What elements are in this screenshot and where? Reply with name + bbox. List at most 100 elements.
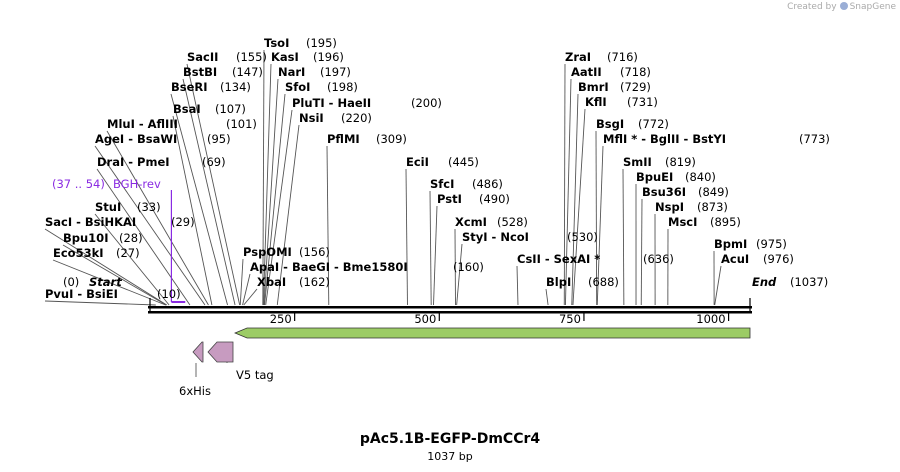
site-label: BsgI [596, 117, 624, 131]
site-position: (729) [620, 80, 651, 94]
site-position: (772) [638, 117, 669, 131]
site-label: StyI - NcoI [462, 230, 529, 244]
site-line [563, 63, 566, 306]
site-line [52, 259, 166, 306]
site-label: BlpI [546, 275, 571, 289]
site-line [595, 130, 598, 306]
end-label: End [752, 275, 777, 289]
backbone-top-strand [148, 306, 752, 309]
site-line [44, 228, 168, 306]
site-label: BpuEI [636, 170, 673, 184]
site-labels: PvuI - BsiEI(10)Eco53kI(27)Bpu10I(28)Sac… [45, 36, 830, 301]
site-label: StuI [95, 200, 121, 214]
site-label: XcmI [455, 215, 487, 229]
site-label: BseRI [171, 80, 208, 94]
site-position: (160) [453, 260, 484, 274]
site-line [94, 145, 206, 306]
site-label: TsoI [264, 36, 289, 50]
site-line [44, 300, 156, 306]
site-line [96, 168, 191, 306]
site-position: (528) [497, 215, 528, 229]
backbone-bottom-strand [148, 311, 752, 314]
site-position: (28) [119, 231, 143, 245]
site-position: (27) [116, 246, 140, 260]
site-position: (198) [327, 80, 358, 94]
site-line [243, 288, 258, 306]
site-line [170, 93, 228, 306]
site-line [264, 93, 286, 306]
site-line [182, 78, 236, 306]
tick-label: 750 [559, 312, 581, 326]
site-position: (10) [157, 287, 181, 301]
snapgene-logo-icon [839, 2, 848, 10]
site-label: BstBI [183, 65, 217, 79]
site-position: (486) [472, 177, 503, 191]
tick-label: 500 [414, 312, 436, 326]
site-label: BsaI [173, 102, 201, 116]
site-position: (155) [236, 50, 267, 64]
site-line [640, 198, 643, 306]
site-label: SfoI [285, 80, 310, 94]
site-line [186, 63, 241, 306]
start-label: Start [89, 275, 122, 289]
site-position: (731) [627, 95, 658, 109]
site-line [172, 115, 213, 306]
site-line [545, 288, 549, 306]
site-position: (200) [411, 96, 442, 110]
sequence-map: PvuI - BsiEI(10)Eco53kI(27)Bpu10I(28)Sac… [44, 36, 830, 398]
site-label: MluI - AflIII [107, 117, 178, 131]
site-line [262, 49, 265, 306]
site-label: Bsu36I [642, 185, 686, 199]
site-position: (840) [685, 170, 716, 184]
site-position: (156) [299, 245, 330, 259]
site-line [263, 78, 279, 306]
credit-brand: SnapGene [849, 2, 896, 12]
site-line [564, 78, 572, 306]
plasmid-title: pAc5.1B-EGFP-DmCCr4 [359, 431, 541, 447]
site-line [429, 190, 432, 306]
site-line [106, 130, 209, 306]
site-position: (773) [799, 132, 830, 146]
site-position: (196) [313, 50, 344, 64]
site-line [456, 243, 463, 306]
site-position: (688) [588, 275, 619, 289]
site-line [405, 168, 408, 306]
primer-range: (37 .. 54) [52, 177, 105, 191]
site-label: NarI [278, 65, 305, 79]
site-position: (895) [710, 215, 741, 229]
site-position: (819) [665, 155, 696, 169]
feature-arrow [207, 341, 234, 363]
site-label: PspOMI [243, 245, 292, 259]
site-line [276, 124, 300, 306]
site-label: KflI [585, 95, 607, 109]
site-label: MflI * - BglII - BstYI [603, 132, 726, 146]
site-label: SacI - BsiHKAI [45, 215, 136, 229]
site-label: SfcI [430, 177, 454, 191]
site-position: (147) [232, 65, 263, 79]
site-position: (976) [763, 252, 794, 266]
feature-arrow [234, 327, 751, 339]
site-position: (849) [698, 185, 729, 199]
site-label: XbaI [257, 275, 286, 289]
site-label: AcuI [721, 252, 749, 266]
site-label: Bpu10I [63, 231, 108, 245]
site-line [326, 145, 330, 306]
site-label: MscI [668, 215, 697, 229]
site-position: (197) [320, 65, 351, 79]
site-line [572, 108, 586, 306]
site-position: (636) [643, 252, 674, 266]
site-line [516, 265, 519, 306]
site-position: (107) [215, 102, 246, 116]
site-label: AatII [571, 65, 602, 79]
credit-text: Created by [787, 2, 837, 12]
site-position: (69) [202, 155, 226, 169]
site-label: SacII [187, 50, 218, 64]
site-label: PvuI - BsiEI [45, 287, 118, 301]
site-label: KasI [271, 50, 299, 64]
site-label: CsII - SexAI * [517, 252, 600, 266]
site-position: (873) [697, 200, 728, 214]
snapgene-credit: Created by SnapGene [787, 2, 896, 12]
site-line [94, 213, 170, 306]
